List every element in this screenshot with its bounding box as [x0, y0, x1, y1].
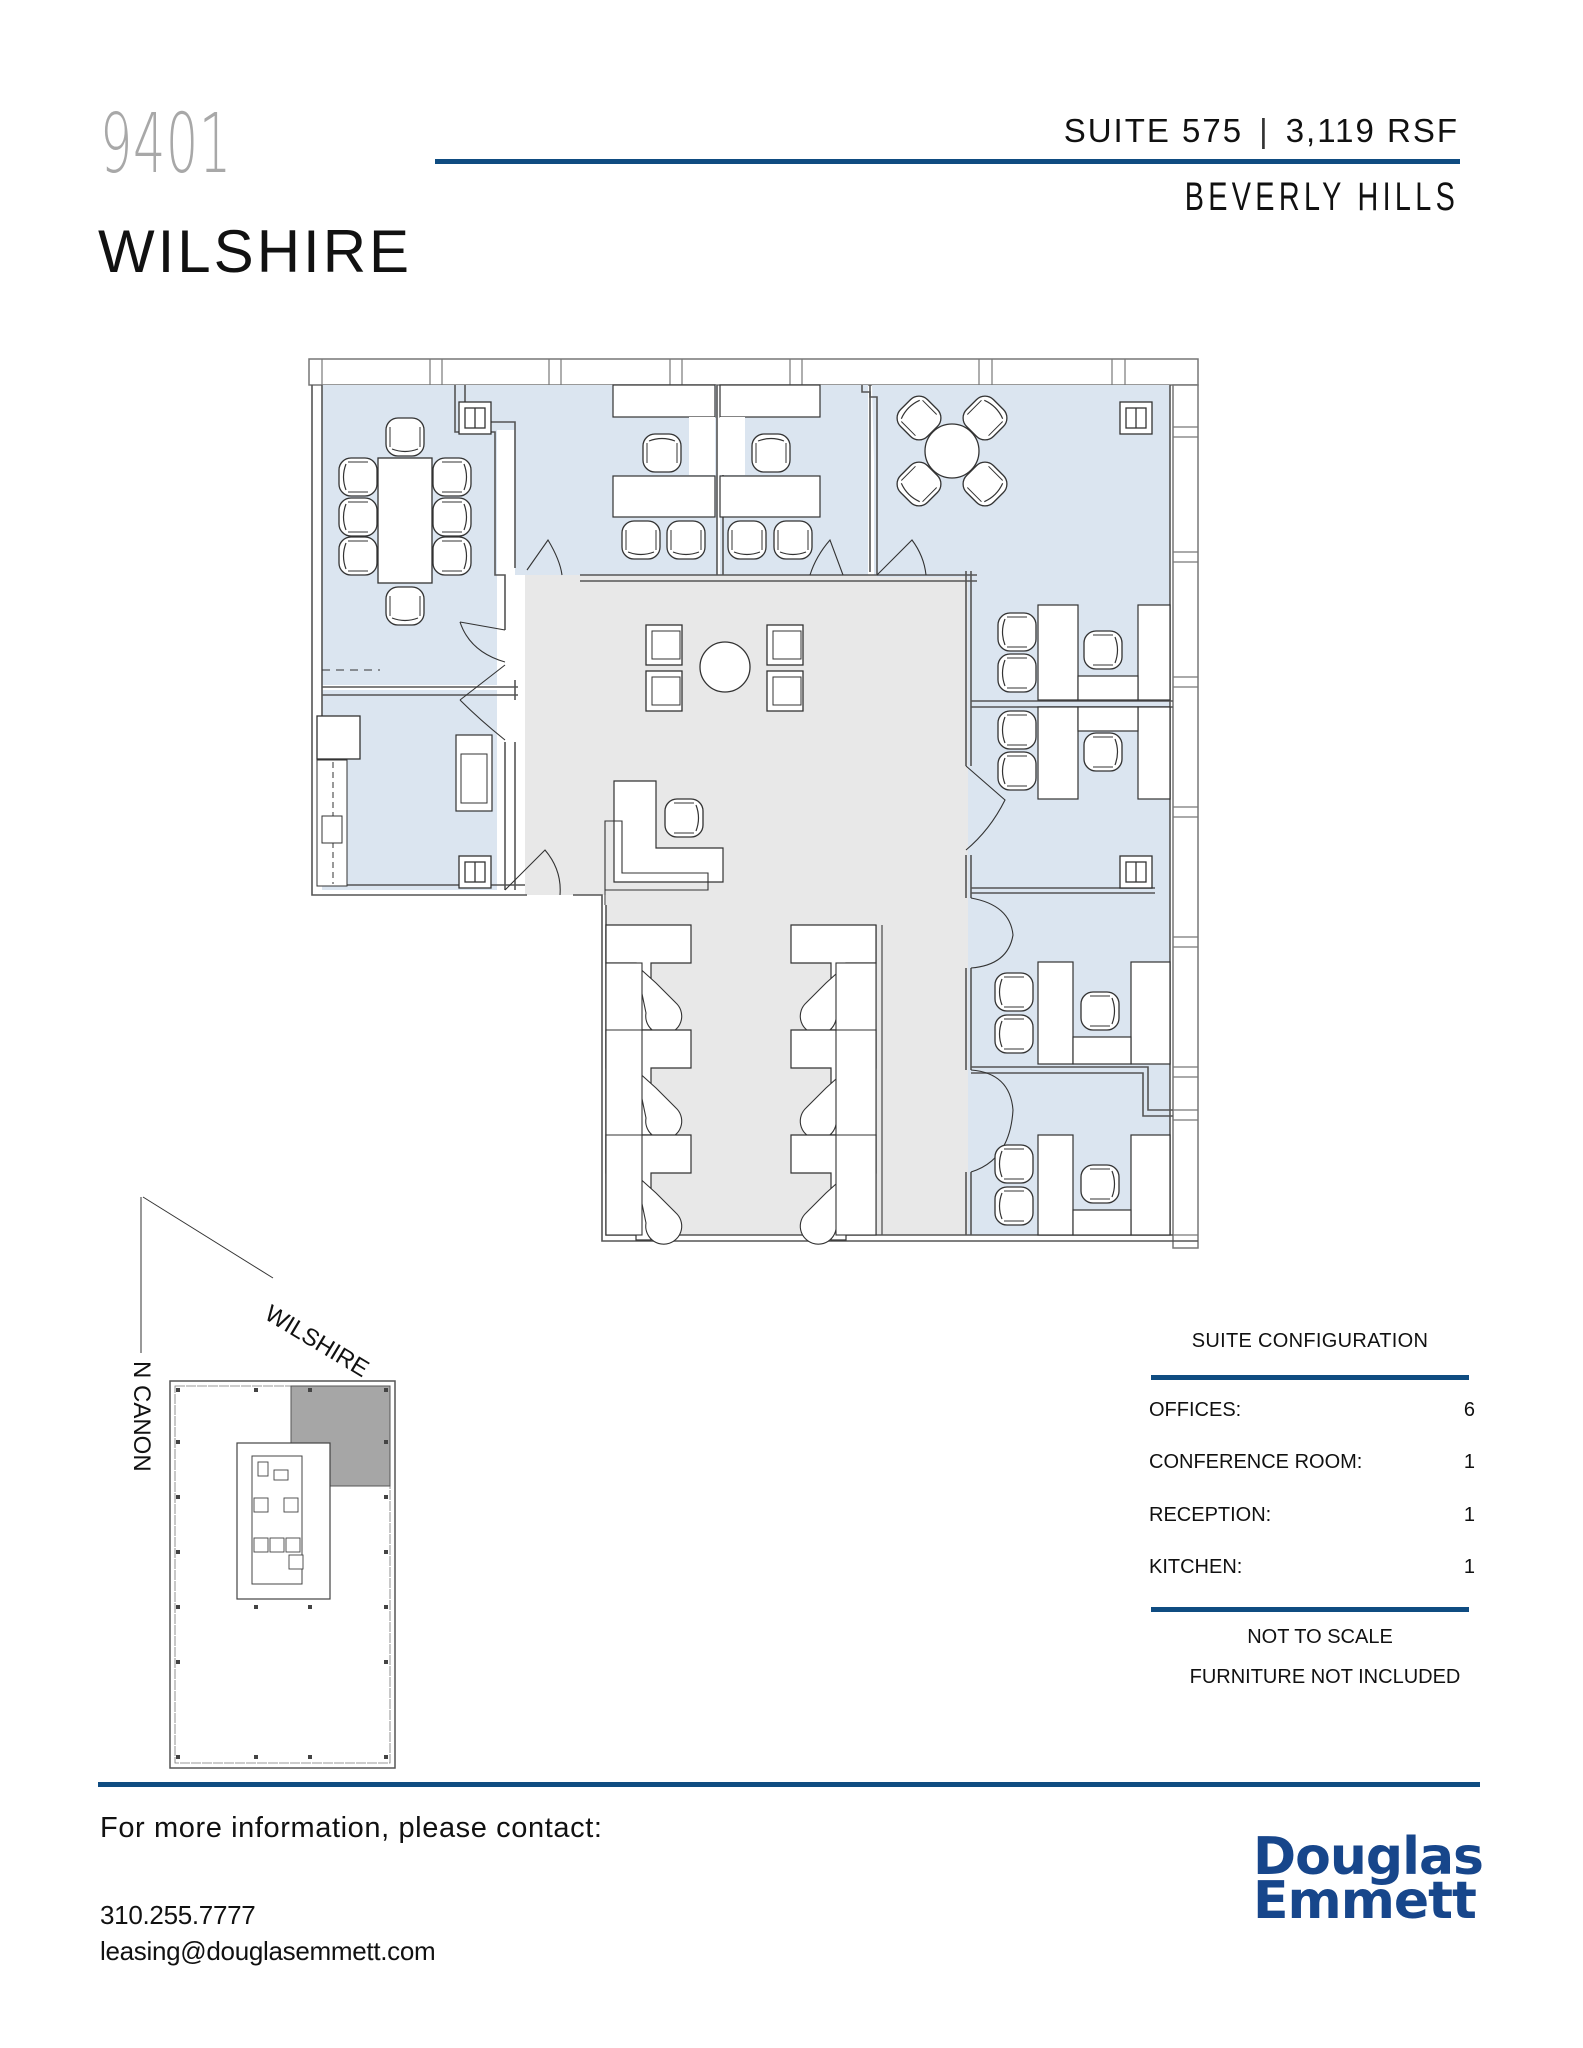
config-label: KITCHEN: — [1149, 1556, 1243, 1578]
config-value: 1 — [1463, 1451, 1475, 1473]
config-row-kitchen: KITCHEN: 1 — [1149, 1556, 1475, 1579]
suite-number: SUITE 575 — [1063, 112, 1244, 149]
footer-divider — [98, 1782, 1480, 1787]
keyplan — [140, 1196, 396, 1769]
building-number: 9401 — [100, 97, 232, 192]
street-label-n-canon: N CANON — [128, 1361, 155, 1472]
suite-config-divider-top — [1151, 1375, 1469, 1380]
contact-heading: For more information, please contact: — [100, 1812, 603, 1844]
suite-config-title: SUITE CONFIGURATION — [1191, 1330, 1429, 1352]
suite-separator: | — [1259, 112, 1270, 149]
config-value: 6 — [1463, 1399, 1475, 1421]
window-band — [308, 358, 1199, 386]
config-row-reception: RECEPTION: 1 — [1149, 1504, 1475, 1527]
config-row-conference-room: CONFERENCE ROOM: 1 — [1149, 1451, 1475, 1474]
config-value: 1 — [1463, 1556, 1475, 1578]
config-label: RECEPTION: — [1149, 1504, 1272, 1526]
suite-config-divider-bottom — [1151, 1607, 1469, 1612]
config-label: OFFICES: — [1149, 1399, 1242, 1421]
config-row-offices: OFFICES: 6 — [1149, 1399, 1475, 1422]
contact-phone[interactable]: 310.255.7777 — [100, 1900, 256, 1930]
note-not-to-scale: NOT TO SCALE — [1247, 1626, 1393, 1648]
suite-info: SUITE 575 | 3,119 RSF — [1064, 114, 1459, 147]
douglas-emmett-logo: Douglas Emmett — [1253, 1827, 1484, 1931]
logo-line-1: Douglas — [1253, 1827, 1484, 1887]
contact-email[interactable]: leasing@douglasemmett.com — [100, 1936, 436, 1966]
config-value: 1 — [1463, 1504, 1475, 1526]
building-street: WILSHIRE — [98, 218, 413, 285]
suite-area: 3,119 RSF — [1285, 112, 1459, 149]
logo-line-2: Emmett — [1253, 1871, 1477, 1931]
city-name: BEVERLY HILLS — [1184, 175, 1459, 219]
config-label: CONFERENCE ROOM: — [1149, 1451, 1363, 1473]
note-furniture-not-included: FURNITURE NOT INCLUDED — [1189, 1666, 1461, 1688]
header-divider — [435, 159, 1460, 164]
